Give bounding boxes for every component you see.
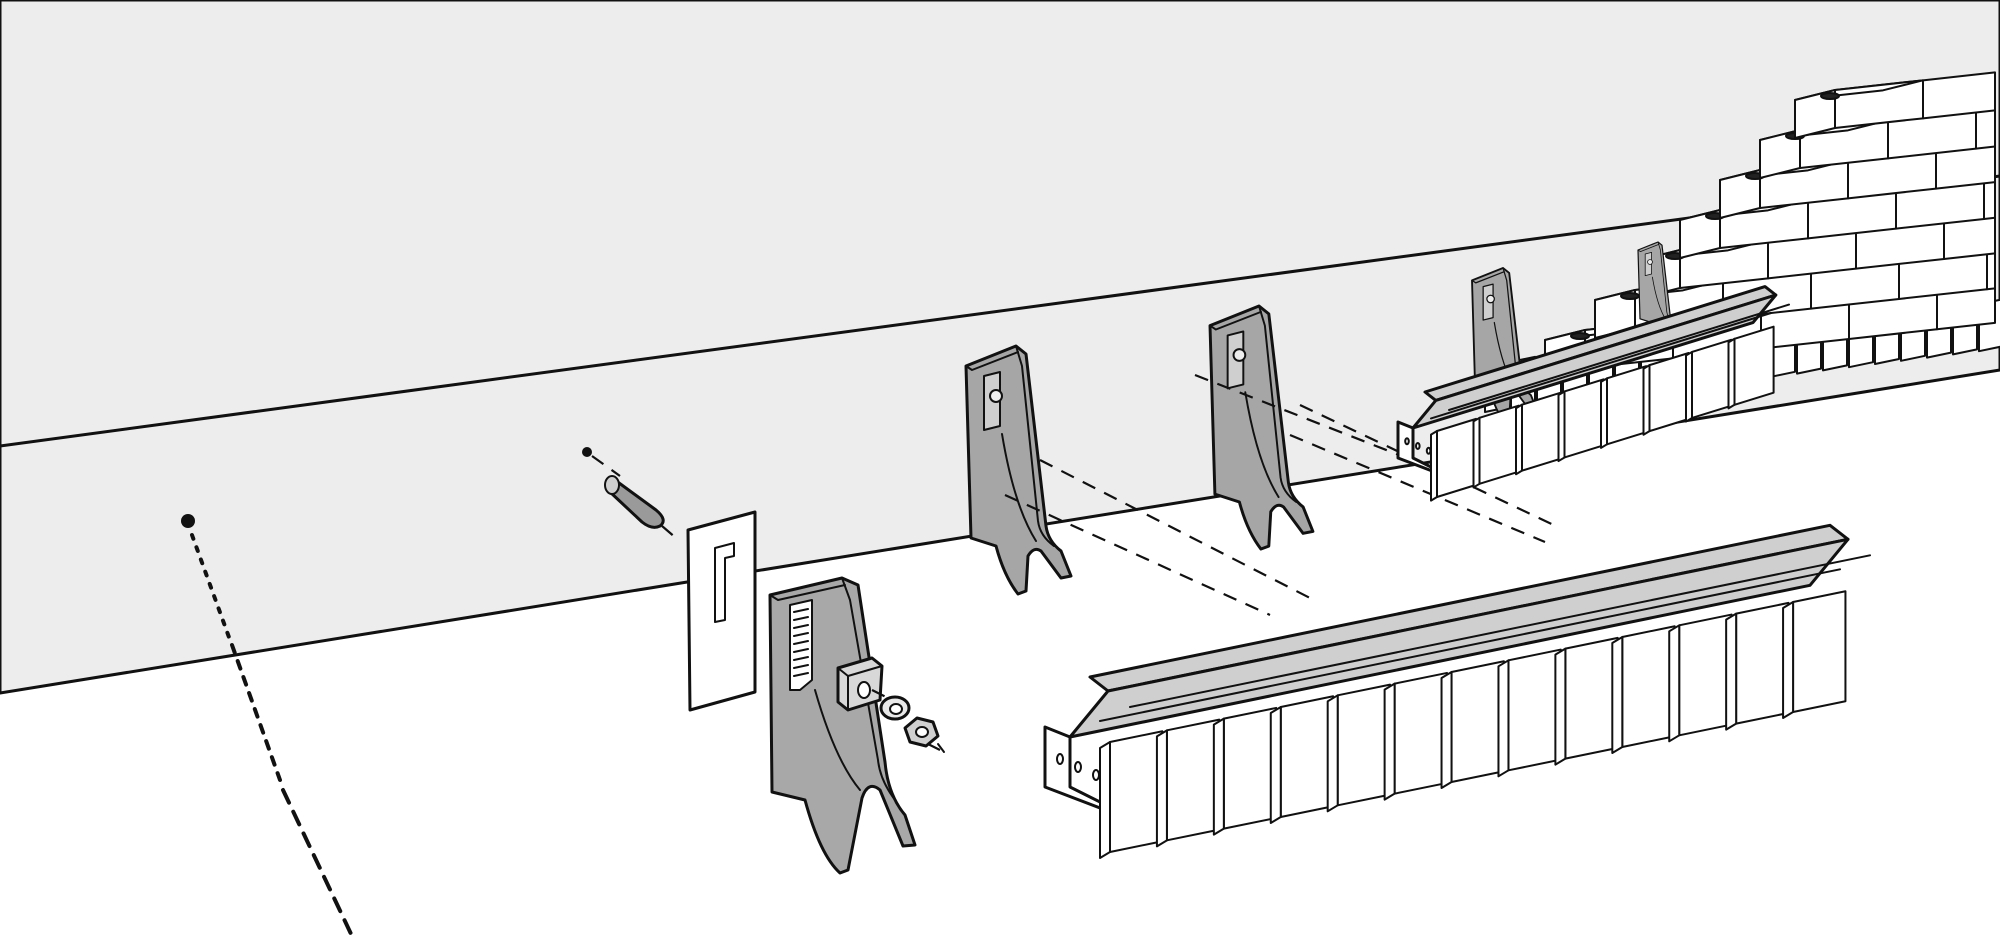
soldier-brick (1792, 590, 1847, 713)
brick (1986, 249, 1996, 291)
soldier-brick (1507, 648, 1562, 772)
drill-point-marker (181, 514, 195, 528)
anchor-bolt (604, 475, 665, 529)
soldier-brick (1478, 404, 1520, 485)
brick-core-hole (1620, 292, 1640, 300)
exploded-hardware (181, 447, 945, 936)
soldier-brick (1691, 338, 1733, 419)
square-washer (836, 656, 884, 712)
soldier-brick (1563, 378, 1605, 459)
soldier-brick (1606, 365, 1648, 446)
soldier-brick (1109, 730, 1164, 853)
soldier-brick (1222, 706, 1278, 830)
shim-plate (686, 510, 757, 712)
wall-brackets (964, 241, 1681, 596)
soldier-brick (1735, 601, 1790, 725)
soldier-brick (1393, 671, 1448, 795)
brick-side (1759, 129, 1801, 179)
soldier-brick (1436, 417, 1478, 498)
brick-side (1794, 89, 1836, 139)
bracket (1208, 304, 1315, 551)
soldier-brick (1648, 352, 1690, 433)
brick-core-hole (1570, 332, 1590, 340)
brick (1922, 71, 1996, 120)
brick-veneer (1484, 71, 2000, 413)
brick-side (1719, 169, 1761, 219)
brick-side (1679, 209, 1721, 259)
hex-nut (903, 716, 945, 753)
soldier-brick (1733, 325, 1775, 406)
soldier-brick (1450, 660, 1505, 783)
lower-shelf-angle-assembly (1043, 523, 1871, 859)
soldier-brick (1621, 625, 1676, 748)
soldier-brick (1521, 391, 1563, 472)
brick-core-hole (1820, 92, 1840, 100)
soldier-brick (1165, 718, 1221, 842)
brick (1983, 178, 1996, 220)
soldier-brick (1336, 683, 1392, 807)
upper-shelf-angle-assembly (1396, 285, 1790, 502)
round-washer (879, 695, 911, 721)
masonry-wall (0, 0, 2000, 695)
bracket (964, 344, 1073, 596)
bracket (768, 576, 917, 875)
brick (1975, 107, 1996, 150)
soldier-brick (1279, 695, 1335, 818)
soldier-brick (1678, 613, 1733, 737)
soldier-brick (1564, 636, 1619, 760)
shelf-angle-web (1411, 293, 1778, 430)
pin-insertion-point (582, 447, 592, 457)
